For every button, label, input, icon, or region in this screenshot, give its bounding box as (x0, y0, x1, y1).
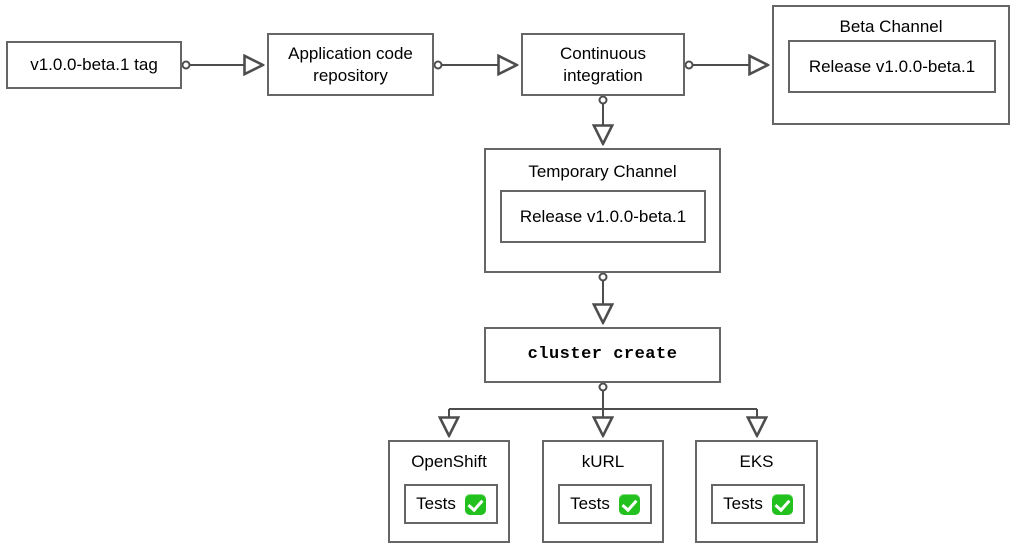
node-kurl[interactable]: kURL Tests (542, 440, 664, 543)
node-continuous-integration[interactable]: Continuous integration (521, 33, 685, 96)
green-check-icon (771, 493, 793, 515)
node-tag[interactable]: v1.0.0-beta.1 tag (6, 41, 182, 89)
node-eks[interactable]: EKS Tests (695, 440, 818, 543)
node-openshift[interactable]: OpenShift Tests (388, 440, 510, 543)
node-temporary-channel[interactable]: Temporary Channel Release v1.0.0-beta.1 (484, 148, 721, 273)
cluster-create-label: cluster create (527, 345, 678, 365)
node-application-code-repository[interactable]: Application code repository (267, 33, 434, 96)
beta-channel-title: Beta Channel (839, 17, 943, 36)
node-cluster-create[interactable]: cluster create (484, 327, 721, 383)
openshift-tests-label: Tests (416, 494, 456, 514)
node-ci-label: Continuous integration (559, 44, 646, 85)
temporary-channel-release-box[interactable]: Release v1.0.0-beta.1 (500, 190, 706, 243)
kurl-title: kURL (581, 452, 625, 471)
node-repo-label: Application code repository (288, 44, 413, 85)
beta-channel-release-box[interactable]: Release v1.0.0-beta.1 (788, 40, 996, 93)
eks-tests-label: Tests (723, 494, 763, 514)
green-check-icon (618, 493, 640, 515)
kurl-tests-label: Tests (570, 494, 610, 514)
openshift-title: OpenShift (411, 452, 487, 471)
kurl-tests-box[interactable]: Tests (558, 484, 652, 524)
eks-title: EKS (739, 452, 774, 471)
green-check-icon (464, 493, 486, 515)
eks-tests-box[interactable]: Tests (711, 484, 805, 524)
temporary-channel-release-label: Release v1.0.0-beta.1 (519, 206, 687, 226)
openshift-tests-box[interactable]: Tests (404, 484, 498, 524)
node-beta-channel[interactable]: Beta Channel Release v1.0.0-beta.1 (772, 5, 1010, 125)
temporary-channel-title: Temporary Channel (528, 162, 677, 181)
node-tag-label: v1.0.0-beta.1 tag (30, 55, 158, 75)
beta-channel-release-label: Release v1.0.0-beta.1 (808, 56, 976, 76)
